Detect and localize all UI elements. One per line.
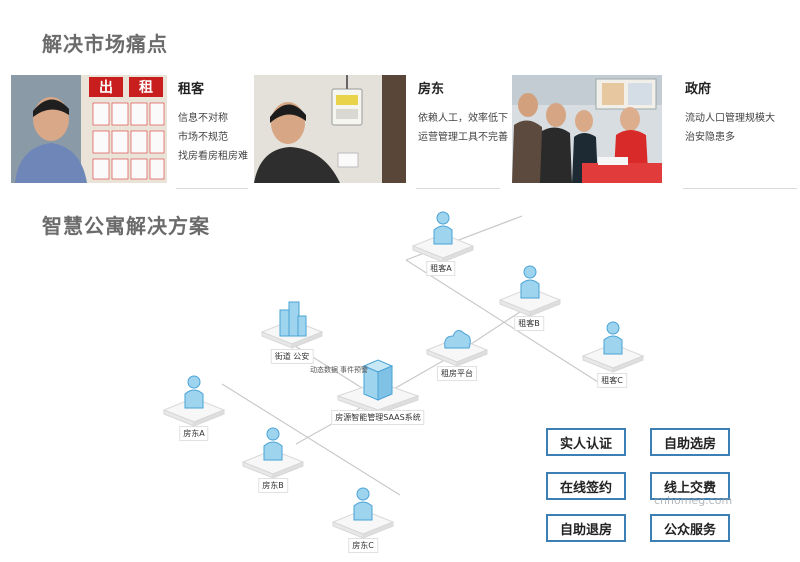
node-landlord-c: 房东C <box>348 538 378 553</box>
tenant-a-platform <box>411 233 475 263</box>
cloud-icon <box>444 330 471 349</box>
service-self-checkout[interactable]: 自助退房 <box>546 514 626 542</box>
tenant-c-platform <box>581 343 645 373</box>
divider <box>683 188 797 189</box>
landlord-b-person-icon <box>263 427 283 461</box>
node-tenant-c: 租客C <box>597 373 627 388</box>
service-self-select-room[interactable]: 自助选房 <box>650 428 730 456</box>
landlord-c-person-icon <box>353 487 373 521</box>
pain-landlord-line: 运营管理工具不完善 <box>418 132 508 143</box>
pain-landlord: 房东 依赖人工，效率低下 运营管理工具不完善 <box>418 78 508 147</box>
service-online-sign[interactable]: 在线签约 <box>546 472 626 500</box>
landlord-c-platform <box>331 509 395 539</box>
node-landlord-b: 房东B <box>258 478 288 493</box>
pain-government-title: 政府 <box>685 82 712 97</box>
pain-tenant-line: 找房看房租房难 <box>178 151 248 162</box>
pain-government: 政府 流动人口管理规模大 治安隐患多 <box>685 78 785 147</box>
pain-tenant-line: 信息不对称 <box>178 113 228 124</box>
watermark: cnhomeg.com <box>654 494 733 507</box>
pain-tenant-title: 租客 <box>178 82 205 97</box>
divider <box>416 188 500 189</box>
government-photo <box>512 75 662 183</box>
node-tenant-b: 租客B <box>514 316 544 331</box>
pain-tenant-line: 市场不规范 <box>178 132 228 143</box>
server-icon <box>362 359 394 401</box>
note-event-alert: 事件预警 <box>340 366 368 374</box>
rental-platform-platform <box>425 337 489 367</box>
tenant-a-person-icon <box>433 211 453 245</box>
landlord-b-platform <box>241 449 305 479</box>
node-saas: 房源智能管理SAAS系统 <box>331 410 425 425</box>
tenant-c-person-icon <box>603 321 623 355</box>
tenant-b-platform <box>498 287 562 317</box>
zu-sign-text: 租 <box>139 79 153 96</box>
tenant-b-person-icon <box>520 265 540 299</box>
divider <box>176 188 248 189</box>
pain-government-line: 流动人口管理规模大 <box>685 113 775 124</box>
landlord-a-person-icon <box>184 375 204 409</box>
node-platform: 租房平台 <box>437 366 477 381</box>
chu-sign-text: 出 <box>99 79 113 96</box>
tenant-photo: 出 租 <box>11 75 167 183</box>
solution-section-title: 智慧公寓解决方案 <box>42 214 210 238</box>
pain-landlord-line: 依赖人工，效率低下 <box>418 113 508 124</box>
node-tenant-a: 租客A <box>426 261 456 276</box>
police-platform <box>260 319 324 349</box>
node-police: 街道 公安 <box>270 349 314 364</box>
pain-landlord-title: 房东 <box>418 82 445 97</box>
landlord-a-platform <box>162 397 226 427</box>
buildings-icon <box>279 301 307 337</box>
pain-government-line: 治安隐患多 <box>685 132 735 143</box>
service-online-payment[interactable]: 线上交费 <box>650 472 730 500</box>
service-real-name-auth[interactable]: 实人认证 <box>546 428 626 456</box>
service-public-service[interactable]: 公众服务 <box>650 514 730 542</box>
note-dynamic-data: 动态数据 <box>310 366 338 374</box>
node-landlord-a: 房东A <box>179 426 209 441</box>
landlord-photo <box>254 75 406 183</box>
pain-tenant: 租客 信息不对称 市场不规范 找房看房租房难 <box>178 78 260 166</box>
pain-section-title: 解决市场痛点 <box>42 32 168 56</box>
